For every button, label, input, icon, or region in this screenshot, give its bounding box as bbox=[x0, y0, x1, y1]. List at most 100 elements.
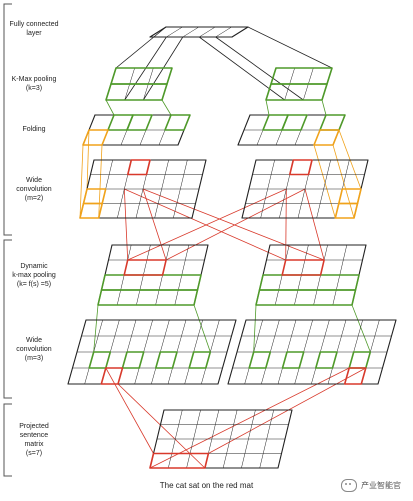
label-wide-convolution-m2: Wide convolution (m=2) bbox=[16, 177, 52, 202]
kmax-left-highlight bbox=[110, 67, 173, 85]
wideconv2-right-grid-vline bbox=[316, 159, 331, 219]
folding-left-cell bbox=[126, 114, 153, 131]
conn-dkmax-to-wideconv bbox=[304, 188, 325, 261]
wideconv3-left-green-cell bbox=[155, 351, 178, 369]
conn-wideconv3-to-dkmax bbox=[253, 304, 257, 353]
folding-right-grid-vline bbox=[237, 114, 251, 146]
fully-connected-grid-vline bbox=[166, 26, 183, 38]
label-wide-convolution-m3: Wide convolution (m=3) bbox=[16, 337, 52, 362]
dkmax-right-highlight bbox=[255, 289, 357, 306]
projected-grid-vline bbox=[259, 409, 274, 469]
wideconv2-left-red-cell bbox=[127, 159, 151, 176]
wideconv2-right-grid-vline bbox=[260, 159, 275, 219]
conn-dkmax-to-wideconv bbox=[123, 188, 129, 261]
watermark-text: 产业智能官 bbox=[361, 481, 401, 490]
conn-dkmax-to-wideconv-cross bbox=[142, 188, 325, 261]
conn-dkmax-to-wideconv bbox=[142, 188, 167, 261]
dkmax-right-red-block bbox=[281, 259, 325, 276]
conn-wideconv-to-folding bbox=[313, 144, 336, 219]
fully-connected-grid-vline bbox=[198, 26, 216, 38]
wideconv3-right-green-cell bbox=[248, 351, 272, 369]
fully-connected-grid-vline bbox=[149, 26, 167, 38]
folding-right-cell bbox=[319, 114, 346, 131]
conn-wideconv3-to-dkmax bbox=[351, 304, 371, 353]
projected-grid-vline bbox=[222, 409, 238, 469]
dkmax-left-highlight bbox=[97, 289, 199, 306]
kmax-left-highlight bbox=[105, 83, 168, 101]
bracket-upper-layers bbox=[3, 3, 12, 236]
label-folding: Folding bbox=[22, 126, 46, 133]
wideconv3-left-green-cell bbox=[88, 351, 112, 369]
sentence-caption: The cat sat on the red mat bbox=[159, 481, 254, 490]
conn-wideconv-to-folding bbox=[98, 144, 103, 219]
bracket-middle-layers bbox=[3, 239, 12, 399]
kmax-right-highlight bbox=[270, 67, 333, 85]
wideconv2-right-red-cell bbox=[288, 159, 313, 176]
label-dynamic-kmax-pooling: Dynamic k-max pooling (k= f(s) =5) bbox=[12, 263, 56, 288]
conn-kmax-left-to-fc bbox=[115, 26, 167, 69]
fully-connected-grid-vline bbox=[215, 26, 232, 38]
folding-left-cell bbox=[164, 114, 191, 131]
projected-grid-vline bbox=[277, 409, 293, 469]
conn-projected-to-wideconv3 bbox=[117, 383, 206, 469]
fully-connected-grid-vline bbox=[182, 26, 200, 38]
conn-folding-to-kmax bbox=[265, 99, 270, 116]
projected-grid-vline bbox=[241, 409, 256, 469]
conn-dkmax-to-wideconv-cross bbox=[165, 188, 306, 261]
conn-projected-to-wideconv3 bbox=[105, 367, 154, 454]
folding-left-orange-cell bbox=[82, 129, 109, 146]
label-fully-connected: Fully connected layer bbox=[9, 21, 59, 37]
kmax-right-highlight bbox=[265, 83, 328, 101]
conn-wideconv-to-folding bbox=[86, 129, 90, 190]
label-projected-sentence-matrix: Projected sentence matrix (s=7) bbox=[19, 423, 49, 457]
wideconv2-right-grid-vline bbox=[241, 159, 257, 219]
wideconv2-left-grid-vline bbox=[173, 159, 188, 219]
wideconv2-left-orange-cell bbox=[79, 202, 103, 219]
wideconv3-right-red-cell bbox=[343, 367, 367, 385]
wideconv3-left-grid-vline bbox=[67, 319, 87, 385]
fully-connected-grid-vline bbox=[231, 26, 249, 38]
wideconv3-left-grid-vline bbox=[217, 319, 237, 385]
conn-dkmax-to-wideconv bbox=[285, 188, 287, 261]
projected-grid-vline bbox=[168, 409, 183, 469]
projected-red-block bbox=[149, 452, 210, 469]
watermark: 产业智能官 bbox=[341, 479, 401, 492]
wideconv3-right-grid-vline bbox=[227, 319, 247, 385]
conn-projected-to-wideconv3 bbox=[149, 367, 350, 469]
dkmax-left-red-block bbox=[123, 259, 167, 276]
wideconv3-left-green-cell bbox=[188, 351, 212, 369]
wideconv3-left-red-cell bbox=[100, 367, 124, 385]
wideconv3-left-green-cell bbox=[121, 351, 145, 369]
conn-wideconv-to-folding bbox=[332, 144, 355, 219]
conn-folding-to-kmax bbox=[321, 99, 327, 116]
conn-wideconv3-to-dkmax bbox=[193, 304, 211, 353]
wechat-icon bbox=[341, 479, 357, 492]
conn-kmax-right-to-fc bbox=[247, 26, 333, 69]
conn-folding-to-kmax bbox=[105, 99, 115, 116]
conn-projected-to-wideconv3 bbox=[207, 367, 367, 454]
conn-wideconv3-to-dkmax bbox=[93, 304, 99, 353]
dkmax-right-highlight bbox=[258, 274, 360, 291]
folding-right-cell bbox=[281, 114, 308, 131]
conn-folding-to-kmax bbox=[161, 99, 172, 116]
wideconv3-right-grid-vline bbox=[377, 319, 397, 385]
conn-kmax-right-to-fc bbox=[215, 36, 304, 101]
wideconv2-left-orange-cell bbox=[82, 188, 107, 205]
conn-dkmax-to-wideconv-cross bbox=[123, 188, 287, 261]
bracket-input-layer bbox=[3, 403, 12, 477]
conn-dkmax-to-wideconv-cross bbox=[127, 188, 287, 261]
conn-kmax-right-to-fc bbox=[198, 36, 286, 101]
dkmax-left-highlight bbox=[100, 274, 202, 291]
wideconv3-right-green-cell bbox=[348, 351, 372, 369]
projected-grid-vline bbox=[186, 409, 201, 469]
wideconv2-right-orange-cell bbox=[337, 188, 362, 205]
wideconv3-right-green-cell bbox=[281, 351, 305, 369]
label-kmax-pooling: K-Max pooling (k=3) bbox=[11, 76, 57, 92]
conn-wideconv-to-folding bbox=[79, 144, 84, 219]
folding-right-orange-cell bbox=[313, 129, 340, 146]
wideconv3-right-green-cell bbox=[314, 351, 338, 369]
wideconv2-right-orange-cell bbox=[334, 202, 359, 219]
wideconv2-left-grid-vline bbox=[154, 159, 169, 219]
